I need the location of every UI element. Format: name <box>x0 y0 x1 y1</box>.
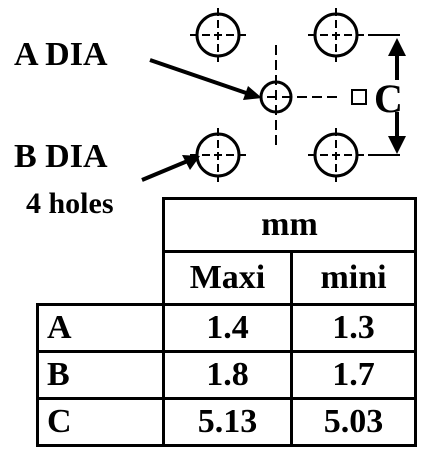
table-unit-row: mm <box>38 197 417 253</box>
leader-a-arrowhead <box>243 86 262 100</box>
leader-a <box>149 58 253 97</box>
row-label: C <box>36 397 165 447</box>
label-b-dia: B DIA <box>14 138 108 175</box>
hole-top-left <box>190 8 248 62</box>
table-row: B 1.8 1.7 <box>36 350 417 400</box>
leader-b-arrowhead <box>182 155 200 170</box>
table-row: A 1.4 1.3 <box>36 303 417 353</box>
unit-header: mm <box>162 197 417 253</box>
cell-mini: 1.3 <box>290 303 417 353</box>
label-a-dia: A DIA <box>14 36 108 73</box>
dimensions-table: mm Maxi mini A 1.4 1.3 B 1.8 1.7 C 5.13 … <box>36 197 417 447</box>
cell-maxi: 1.8 <box>162 350 293 400</box>
label-4-holes: 4 holes <box>26 187 114 220</box>
table-column-headers: Maxi mini <box>38 250 417 306</box>
hole-center-a <box>252 45 367 146</box>
leader-b <box>141 158 191 182</box>
column-header-mini: mini <box>290 250 417 306</box>
table-corner-blank <box>38 199 164 252</box>
c-arrowhead-up <box>388 38 406 56</box>
cell-maxi: 1.4 <box>162 303 293 353</box>
cell-maxi: 5.13 <box>162 397 293 447</box>
row-label: B <box>36 350 165 400</box>
hole-bottom-left <box>190 128 248 182</box>
label-c: C <box>374 76 403 121</box>
c-arrowhead-down <box>388 136 406 154</box>
table-corner-blank <box>38 252 164 305</box>
hole-bottom-right <box>308 128 400 182</box>
column-header-maxi: Maxi <box>162 250 293 306</box>
table-row: C 5.13 5.03 <box>36 397 417 447</box>
hole-top-right <box>308 8 400 62</box>
cell-mini: 1.7 <box>290 350 417 400</box>
row-label: A <box>36 303 165 353</box>
cell-mini: 5.03 <box>290 397 417 447</box>
